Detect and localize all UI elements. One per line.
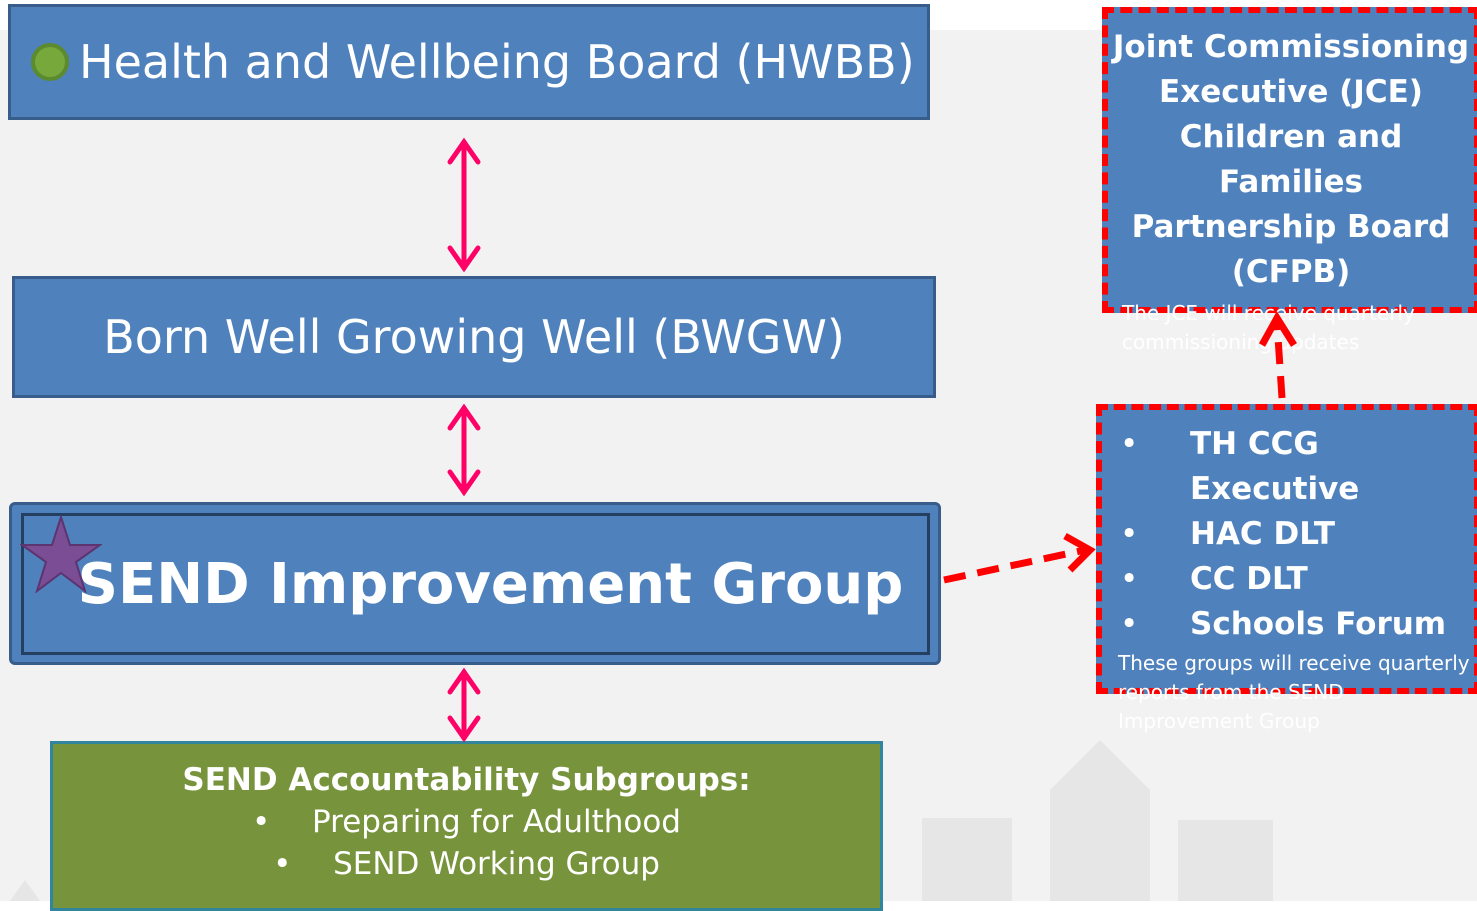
jce-title-line: Executive (JCE) <box>1159 74 1423 110</box>
list-item: •TH CCG Executive <box>1120 426 1360 507</box>
bwgw-box: Born Well Growing Well (BWGW) <box>12 276 936 398</box>
jce-title-line: Children and Families <box>1179 119 1403 200</box>
dashed-arrow-groups-to-jce <box>1258 311 1297 399</box>
list-item: •CC DLT <box>1120 561 1308 597</box>
jce-title-line: Joint Commissioning <box>1112 29 1470 65</box>
jce-note: The JCE will receive quarterly commissio… <box>1122 301 1415 354</box>
reporting-groups-box: •TH CCG Executive •HAC DLT •CC DLT •Scho… <box>1096 404 1477 733</box>
groups-note: These groups will receive quarterly repo… <box>1118 651 1470 733</box>
list-item: •Schools Forum <box>1120 606 1447 642</box>
double-arrow-send-subgroups <box>447 667 481 743</box>
double-arrow-hwbb-bwgw <box>447 137 481 273</box>
bwgw-label: Born Well Growing Well (BWGW) <box>103 310 845 364</box>
hwbb-label: Health and Wellbeing Board (HWBB) <box>79 35 915 89</box>
dashed-arrow-send-to-groups <box>943 532 1096 584</box>
list-item: •HAC DLT <box>1120 516 1335 552</box>
jce-title-line: (CFPB) <box>1231 254 1351 290</box>
star-icon <box>20 515 102 593</box>
send-improvement-group-label: SEND Improvement Group <box>77 551 904 617</box>
green-circle-icon <box>31 43 69 81</box>
list-item: •SEND Working Group <box>273 846 660 882</box>
double-arrow-bwgw-send <box>447 403 481 497</box>
jce-title-line: Partnership Board <box>1131 209 1451 245</box>
jce-cfpb-box: Joint Commissioning Executive (JCE) Chil… <box>1102 7 1477 354</box>
send-improvement-group-inner: SEND Improvement Group <box>21 513 930 655</box>
subgroups-heading: SEND Accountability Subgroups: <box>182 762 751 798</box>
send-improvement-group-box <box>9 502 941 665</box>
hwbb-box: Health and Wellbeing Board (HWBB) <box>8 4 930 120</box>
accountability-subgroups-box: SEND Accountability Subgroups: •Preparin… <box>50 741 883 911</box>
list-item: •Preparing for Adulthood <box>252 804 681 840</box>
